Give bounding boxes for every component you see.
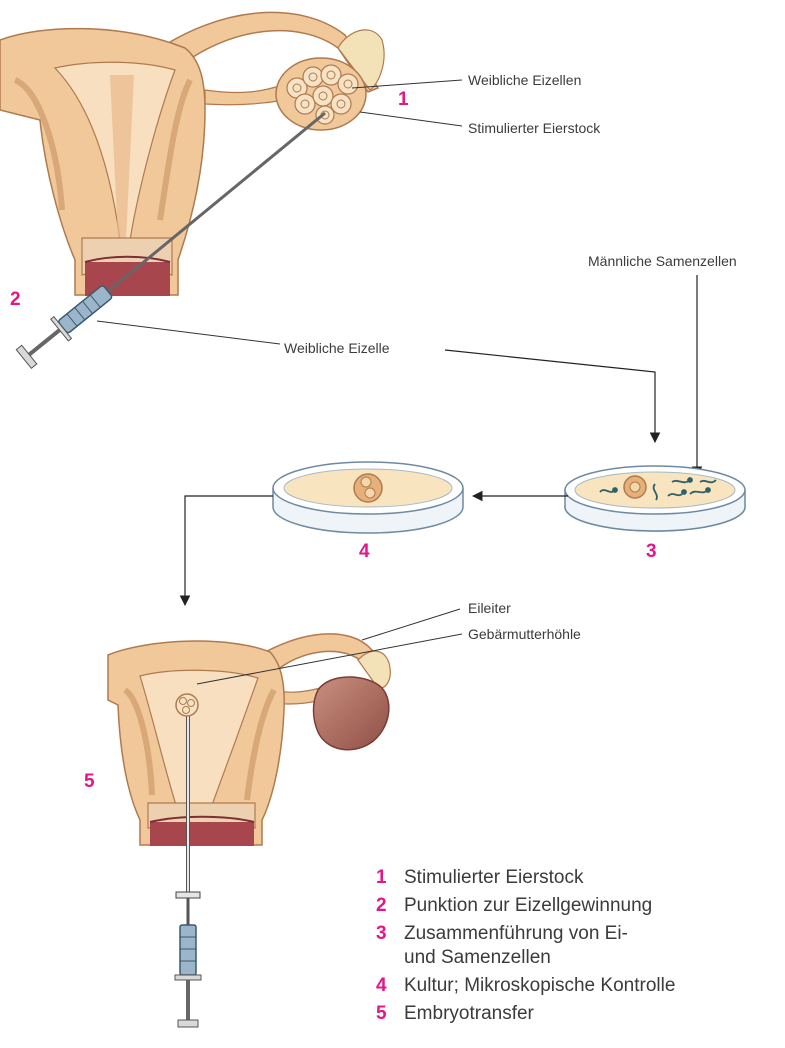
legend-text: Zusammenführung von Ei- und Samenzellen — [404, 922, 664, 970]
legend-text: Punktion zur Eizellgewinnung — [404, 894, 764, 918]
legend-number: 3 — [376, 922, 404, 946]
legend-item: 3 Zusammenführung von Ei- und Samenzelle… — [376, 922, 764, 970]
petri-dish-icon — [565, 466, 745, 531]
legend-number: 1 — [376, 866, 404, 890]
embryo-icon — [354, 474, 382, 502]
legend-number: 2 — [376, 894, 404, 918]
step-number-1: 1 — [398, 90, 409, 110]
label-single-egg: Weibliche Eizelle — [284, 340, 390, 356]
step-number-4: 4 — [359, 542, 370, 562]
label-egg-cells: Weibliche Eizellen — [468, 72, 581, 88]
legend-item: 5 Embryotransfer — [376, 1002, 764, 1026]
egg-cell-icon — [624, 476, 646, 498]
ovary-icon — [314, 677, 389, 750]
legend-item: 2 Punktion zur Eizellgewinnung — [376, 894, 764, 918]
legend-number: 5 — [376, 1002, 404, 1026]
step-number-3: 3 — [646, 542, 657, 562]
legend-item: 4 Kultur; Mikroskopische Kontrolle — [376, 974, 764, 998]
label-uterine-cavity: Gebärmutterhöhle — [468, 626, 581, 642]
step-number-2: 2 — [10, 290, 21, 310]
ovary-icon — [276, 58, 366, 130]
legend: 1 Stimulierter Eierstock 2 Punktion zur … — [376, 866, 764, 1030]
step-number-5: 5 — [84, 772, 95, 792]
uterus-icon — [0, 12, 384, 296]
legend-text: Embryotransfer — [404, 1002, 764, 1026]
legend-text: Stimulierter Eierstock — [404, 866, 764, 890]
label-fallopian-tube: Eileiter — [468, 600, 511, 616]
legend-text: Kultur; Mikroskopische Kontrolle — [404, 974, 764, 998]
label-sperm-cells: Männliche Samenzellen — [588, 253, 737, 269]
syringe-icon — [175, 925, 201, 1027]
legend-number: 4 — [376, 974, 404, 998]
legend-item: 1 Stimulierter Eierstock — [376, 866, 764, 890]
label-stimulated-ovary: Stimulierter Eierstock — [468, 120, 600, 136]
